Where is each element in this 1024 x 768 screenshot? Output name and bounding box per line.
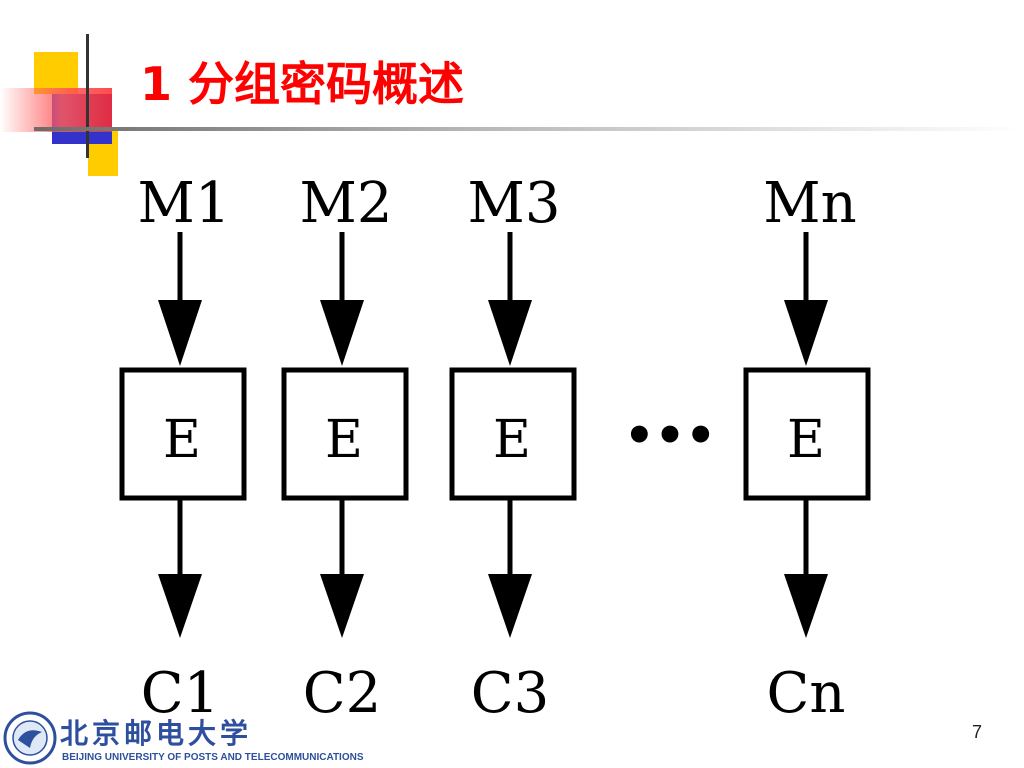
block-column-2: M2 E C2 <box>281 171 409 726</box>
encryption-box-3 <box>449 367 577 501</box>
input-arrow-head-n <box>784 300 828 366</box>
university-name-chinese: 北京邮电大学 <box>60 717 253 750</box>
ellipsis-dots: ••• <box>624 408 716 464</box>
input-arrow-head-3 <box>488 300 532 366</box>
university-name-english: BEIJING UNIVERSITY OF POSTS AND TELECOMM… <box>62 752 364 763</box>
slide-title: 1 分组密码概述 <box>140 57 465 111</box>
encryption-label-3: E <box>493 410 531 470</box>
output-arrow-head-3 <box>488 574 532 638</box>
corner-red-gradient-bar <box>0 88 112 132</box>
output-label-1: C1 <box>141 661 219 726</box>
input-arrow-head-1 <box>158 300 202 366</box>
title-underline <box>34 127 1024 131</box>
input-arrow-head-2 <box>320 300 364 366</box>
output-arrow-head-n <box>784 574 828 638</box>
block-column-1: M1 E C1 <box>119 171 247 726</box>
university-emblem-icon <box>3 711 57 765</box>
encryption-label-2: E <box>325 410 363 470</box>
encryption-box-1 <box>119 367 247 501</box>
input-label-3: M3 <box>468 171 561 236</box>
block-column-n: Mn E Cn <box>743 171 871 726</box>
university-logo: 北京邮电大学 BEIJING UNIVERSITY OF POSTS AND T… <box>0 708 364 768</box>
input-label-n: Mn <box>763 171 856 236</box>
page-number: 7 <box>972 722 983 742</box>
output-label-2: C2 <box>303 661 381 726</box>
output-label-n: Cn <box>767 661 846 726</box>
input-label-1: M1 <box>138 171 231 236</box>
input-label-2: M2 <box>300 171 393 236</box>
output-arrow-head-2 <box>320 574 364 638</box>
corner-vertical-line <box>86 34 89 158</box>
encryption-box-2 <box>281 367 409 501</box>
encryption-label-n: E <box>787 410 825 470</box>
output-label-3: C3 <box>471 661 549 726</box>
corner-yellow-square <box>34 52 78 94</box>
output-arrow-head-1 <box>158 574 202 638</box>
block-column-3: M3 E C3 <box>449 171 577 726</box>
encryption-label-1: E <box>163 410 201 470</box>
